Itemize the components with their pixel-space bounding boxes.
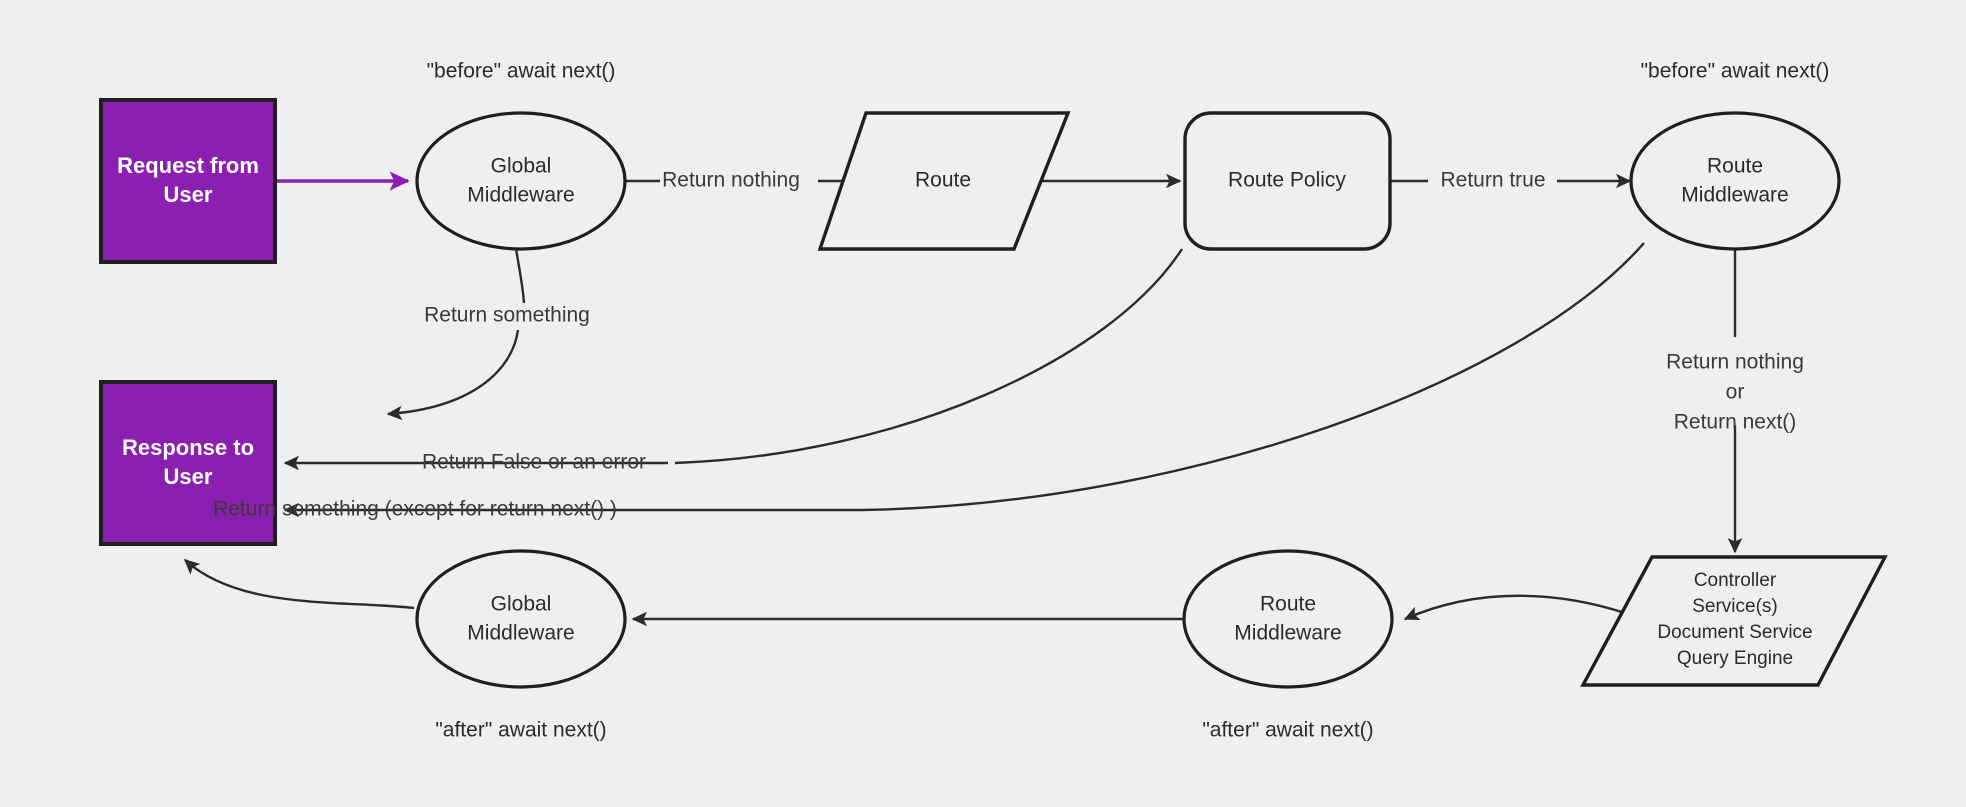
edge-label-return-nothing-or-next-line2: or xyxy=(1726,381,1745,404)
node-global-middleware-after-label-line1: Global xyxy=(491,593,552,616)
node-controller-services[interactable] xyxy=(1580,555,1888,687)
annotation-after-await-next-route-middleware: "after" await next() xyxy=(1202,719,1373,742)
edge-global-middleware-return-something-upper xyxy=(514,248,526,304)
node-route-middleware-after-label-line1: Route xyxy=(1260,593,1316,616)
node-route-label: Route xyxy=(915,169,971,192)
node-global-middleware-before-label-line1: Global xyxy=(491,155,552,178)
node-controller-services-line-1: Controller xyxy=(1694,570,1777,591)
node-global-middleware-after[interactable] xyxy=(415,549,627,689)
node-controller-services-line-2: Service(s) xyxy=(1692,596,1778,617)
edge-label-return-true: Return true xyxy=(1440,169,1545,192)
edge-label-return-something-except: Return something (except for return next… xyxy=(213,498,617,521)
node-global-middleware-before-label-line2: Middleware xyxy=(467,184,574,207)
edge-label-return-nothing: Return nothing xyxy=(662,169,800,192)
node-route-middleware-before[interactable] xyxy=(1629,111,1841,251)
node-route-middleware-before-label-line1: Route xyxy=(1707,155,1763,178)
edge-route-middleware-return-something-curve xyxy=(861,242,1645,512)
node-route-middleware-after[interactable] xyxy=(1182,549,1394,689)
node-global-middleware-after-label-line2: Middleware xyxy=(467,622,574,645)
annotation-before-await-next-global: "before" await next() xyxy=(427,60,616,83)
node-response-to-user[interactable] xyxy=(99,380,277,546)
node-controller-services-line-4: Query Engine xyxy=(1677,648,1793,669)
node-route-policy[interactable] xyxy=(1183,111,1392,251)
node-response-to-user-label-line1: Response to xyxy=(122,435,254,460)
annotation-before-await-next-route-middleware: "before" await next() xyxy=(1641,60,1830,83)
node-controller-services-line-3: Document Service xyxy=(1657,622,1812,643)
node-request-from-user-label-line1: Request from xyxy=(117,153,259,178)
edge-route-policy-return-false-curve xyxy=(674,248,1184,465)
node-route-middleware-after-label-line2: Middleware xyxy=(1234,622,1341,645)
annotation-after-await-next-global: "after" await next() xyxy=(435,719,606,742)
edge-global-middleware-after-to-response xyxy=(183,559,415,610)
edge-label-return-false-or-error: Return False or an error xyxy=(422,451,646,474)
edge-label-return-nothing-or-next-line3: Return next() xyxy=(1674,411,1797,434)
edge-controller-to-route-middleware-after xyxy=(1403,594,1626,621)
node-route-middleware-before-label-line2: Middleware xyxy=(1681,184,1788,207)
node-request-from-user[interactable] xyxy=(99,98,277,264)
edge-label-return-something-global: Return something xyxy=(424,304,590,327)
node-route-policy-label: Route Policy xyxy=(1228,169,1346,192)
node-route[interactable] xyxy=(817,111,1071,251)
node-request-from-user-label-line2: User xyxy=(164,182,213,207)
node-global-middleware-before[interactable] xyxy=(415,111,627,251)
edge-global-middleware-return-something xyxy=(386,329,520,421)
node-response-to-user-label-line2: User xyxy=(164,464,213,489)
edge-label-return-nothing-or-next-line1: Return nothing xyxy=(1666,351,1804,374)
